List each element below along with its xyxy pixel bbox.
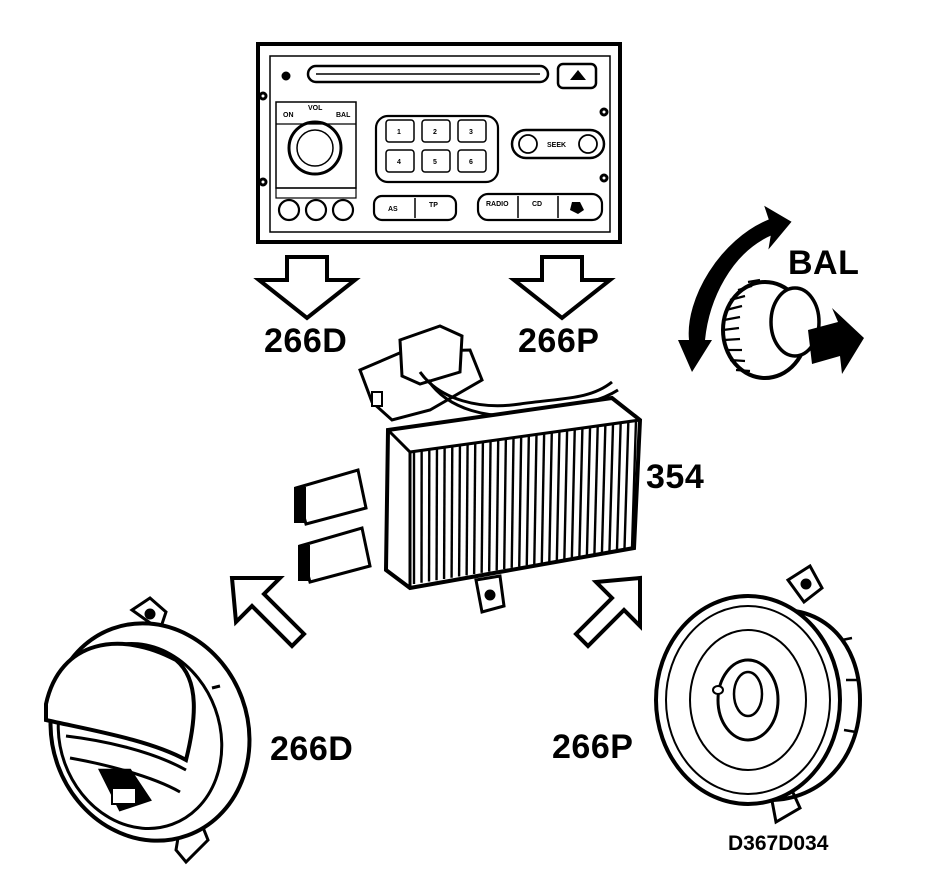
heatsink-fin xyxy=(459,445,460,576)
output-arrow-left xyxy=(232,578,304,646)
heatsink-fin xyxy=(504,439,506,569)
label-266p-bottom: 266P xyxy=(552,728,633,767)
tp-button-label[interactable]: TP xyxy=(429,202,438,209)
label-354: 354 xyxy=(646,458,704,497)
amplifier-mount-tab xyxy=(476,576,504,612)
preset-button-1[interactable]: 1 xyxy=(397,129,401,136)
preset-button-3[interactable]: 3 xyxy=(469,129,473,136)
heatsink-fin xyxy=(467,444,468,575)
label-bal: BAL xyxy=(788,244,859,283)
label-266p-top: 266P xyxy=(518,322,599,361)
label-266d-bottom: 266D xyxy=(270,730,353,769)
preset-button-2[interactable]: 2 xyxy=(433,129,437,136)
as-button-label[interactable]: AS xyxy=(388,206,398,213)
speaker-left xyxy=(20,595,279,869)
heatsink-fin xyxy=(452,446,453,577)
speaker-right xyxy=(656,566,860,822)
signal-arrow-left xyxy=(259,257,355,318)
radio-button-label[interactable]: RADIO xyxy=(486,201,509,208)
preset-button-4[interactable]: 4 xyxy=(397,159,401,166)
heatsink-fin xyxy=(497,440,499,570)
heatsink-fin xyxy=(444,448,445,579)
balance-knob xyxy=(678,208,864,378)
heatsink-fin xyxy=(474,443,475,574)
preset-button-5[interactable]: 5 xyxy=(433,159,437,166)
drawing-code: D367D034 xyxy=(728,832,828,856)
knob-label-vol: VOL xyxy=(308,105,323,112)
knob-label-bal: BAL xyxy=(336,112,351,119)
heatsink-fin xyxy=(482,442,483,573)
output-arrow-right xyxy=(576,578,640,646)
cd-button-label[interactable]: CD xyxy=(532,201,542,208)
label-266d-top: 266D xyxy=(264,322,347,361)
seek-button-label[interactable]: SEEK xyxy=(547,142,566,149)
heatsink-fin xyxy=(489,441,490,572)
signal-arrow-right xyxy=(514,257,610,318)
preset-button-6[interactable]: 6 xyxy=(469,159,473,166)
knob-label-on: ON xyxy=(283,112,294,119)
